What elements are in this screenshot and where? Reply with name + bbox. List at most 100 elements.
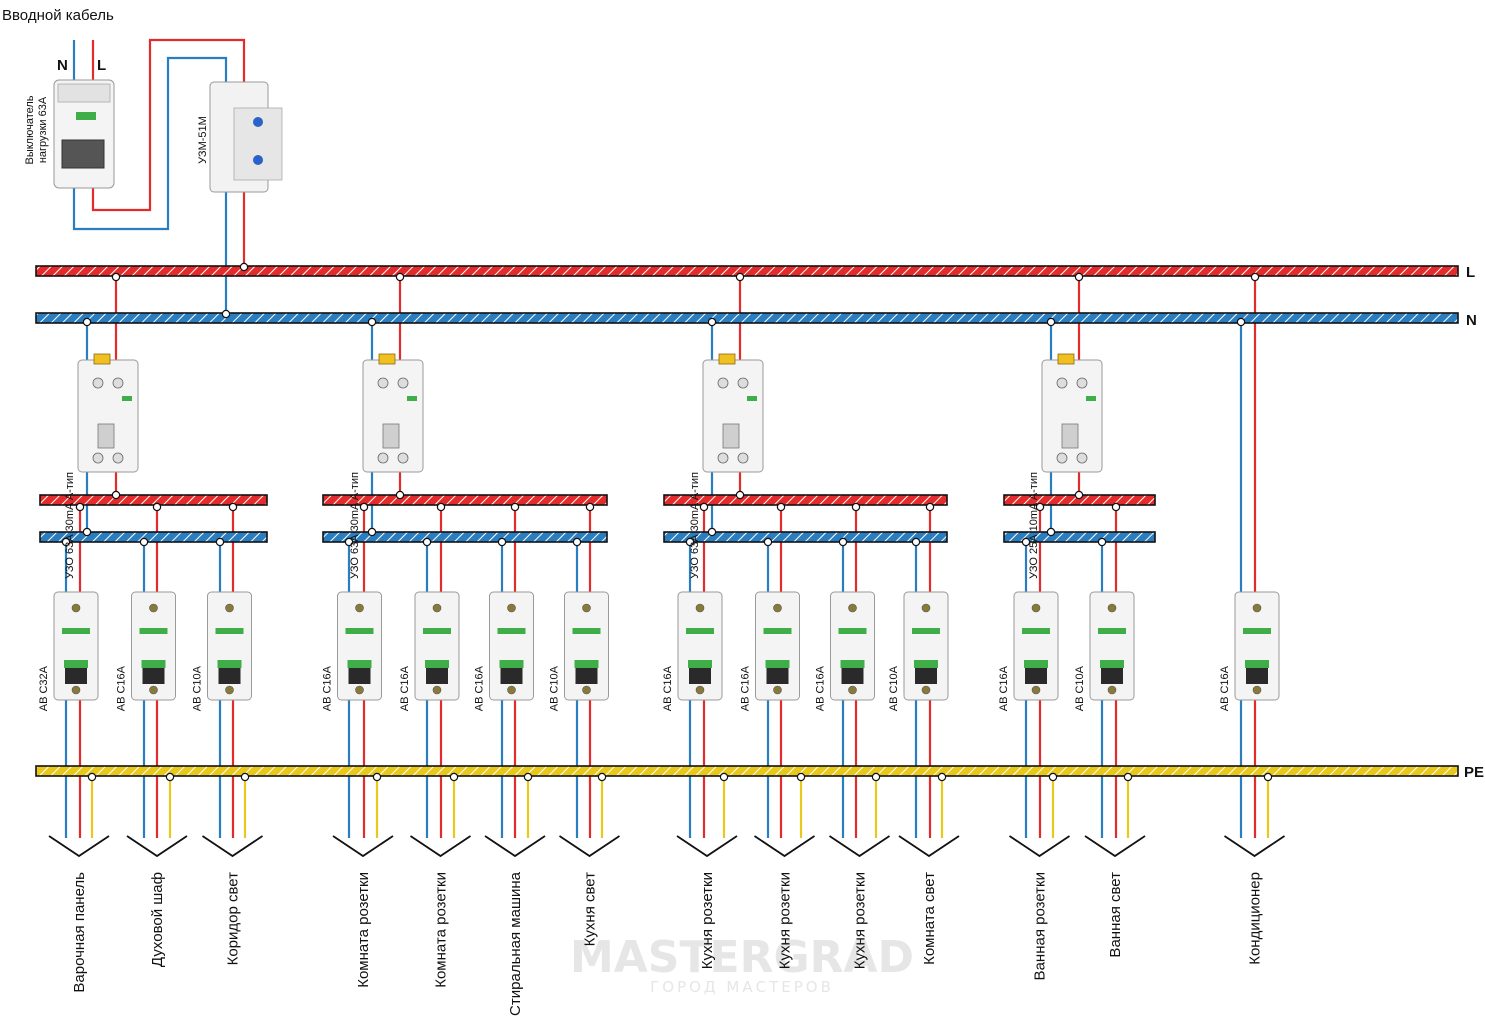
outlet-arrow: [202, 835, 263, 858]
status-indicator-icon: [64, 660, 88, 668]
junction-dot: [796, 772, 806, 782]
load-label: Ванная свет: [1107, 872, 1124, 958]
junction-dot: [925, 502, 935, 512]
junction-dot: [215, 537, 225, 547]
junction-dot: [61, 537, 71, 547]
terminal-screw-icon: [71, 603, 81, 613]
breaker-3-3: [830, 591, 875, 701]
breaker-3-1: [677, 591, 723, 701]
breaker-3-4: [903, 591, 949, 701]
breaker-toggle: [1246, 668, 1268, 684]
breaker-label: АВ С16А: [322, 665, 334, 711]
outlet-arrow: [332, 835, 394, 858]
junction-dot: [1123, 772, 1133, 782]
terminal-screw-icon: [1056, 377, 1068, 389]
brand-logo-icon: [122, 396, 132, 401]
watermark-sub: ГОРОД МАСТЕРОВ: [650, 978, 834, 996]
rcd-body: [1041, 359, 1103, 473]
sub-bus-l-3: [663, 494, 948, 506]
terminal-screw-icon: [397, 377, 409, 389]
junction-dot: [152, 502, 162, 512]
brand-logo-icon: [423, 628, 451, 634]
junction-dot: [1046, 317, 1056, 327]
sub-bus-n-3: [663, 531, 948, 543]
breaker-label: АВ С16А: [998, 665, 1010, 711]
rcd-toggle: [382, 423, 400, 449]
terminal-screw-icon: [773, 603, 782, 613]
terminal-screw-icon: [355, 603, 364, 613]
breaker-2-2: [414, 591, 460, 701]
breaker-label: АВ С32А: [38, 665, 50, 711]
breaker-label: АВ С10А: [549, 665, 561, 711]
terminal-screw-icon: [1076, 452, 1088, 464]
status-indicator-icon: [574, 660, 599, 668]
junction-dot: [359, 502, 369, 512]
rcd-1: [77, 353, 139, 473]
breaker-1-2: [131, 591, 176, 701]
rcd-4: [1041, 353, 1103, 473]
breaker-toggle: [841, 668, 864, 684]
terminal-screw-icon: [695, 603, 705, 613]
breaker-toggle: [65, 668, 87, 684]
relay-label: УЗМ-51М: [197, 116, 209, 164]
load-label: Кондиционер: [1247, 872, 1264, 965]
junction-dot: [1250, 272, 1260, 282]
load-label: Стиральная машина: [507, 871, 524, 1016]
junction-dot: [572, 537, 582, 547]
junction-dot: [735, 490, 745, 500]
watermark-main: MASTERGRAD: [570, 932, 914, 983]
bus-l-label: L: [1466, 264, 1475, 281]
terminal-screw-icon: [737, 377, 749, 389]
junction-dot: [597, 772, 607, 782]
brand-logo-icon: [76, 112, 96, 120]
junction-dot: [871, 772, 881, 782]
load-label: Ванная розетки: [1032, 872, 1049, 980]
breaker-toggle: [766, 668, 789, 684]
sub-bus-n-1: [39, 531, 268, 543]
status-indicator-icon: [1100, 660, 1124, 668]
terminal-screw-icon: [92, 377, 104, 389]
junction-dot: [1111, 502, 1121, 512]
junction-dot: [585, 502, 595, 512]
terminal-screw-icon: [1031, 685, 1041, 695]
rcd-toggle: [97, 423, 115, 449]
brand-logo-icon: [215, 628, 244, 634]
outlet-arrow: [410, 835, 471, 858]
rcd-label: УЗО 63А 30mA А-тип: [64, 472, 76, 579]
load-label: Коридор свет: [225, 872, 242, 966]
status-indicator-icon: [217, 660, 242, 668]
brand-logo-icon: [1022, 628, 1050, 634]
breaker-toggle: [218, 668, 241, 684]
brand-logo-icon: [1098, 628, 1126, 634]
junction-dot: [165, 772, 175, 782]
brand-logo-icon: [1243, 628, 1271, 634]
breaker-label: АВ С16А: [815, 665, 827, 711]
terminal-screw-icon: [149, 603, 158, 613]
rcd-label: УЗО 63А 30mA А-тип: [689, 472, 701, 579]
rcd-body: [362, 359, 424, 473]
outlet-arrow: [126, 835, 188, 858]
sub-bus-n-4: [1003, 531, 1156, 543]
terminal-screw-icon: [717, 377, 729, 389]
breaker-1-3: [207, 591, 252, 701]
terminal-screw-icon: [848, 685, 857, 695]
junction-dot: [1021, 537, 1031, 547]
sub-bus-n-2: [322, 531, 608, 543]
terminal-screw-icon: [1031, 603, 1041, 613]
breaker-4-1: [1013, 591, 1059, 701]
rcd-2: [362, 353, 424, 473]
junction-dot: [228, 502, 238, 512]
junction-dot: [1046, 527, 1056, 537]
main-switch-handle: [61, 139, 105, 169]
breaker-toggle: [575, 668, 598, 684]
watermark: MASTERGRAD ГОРОД МАСТЕРОВ: [570, 932, 914, 996]
terminal-screw-icon: [507, 603, 516, 613]
junction-dot: [82, 317, 92, 327]
outlet-arrow: [829, 835, 890, 858]
brand-logo-icon: [747, 396, 757, 401]
outlet-arrow: [48, 835, 110, 858]
junction-dot: [239, 262, 249, 272]
main-switch-terminals: [57, 83, 111, 103]
breaker-4-2: [1089, 591, 1135, 701]
